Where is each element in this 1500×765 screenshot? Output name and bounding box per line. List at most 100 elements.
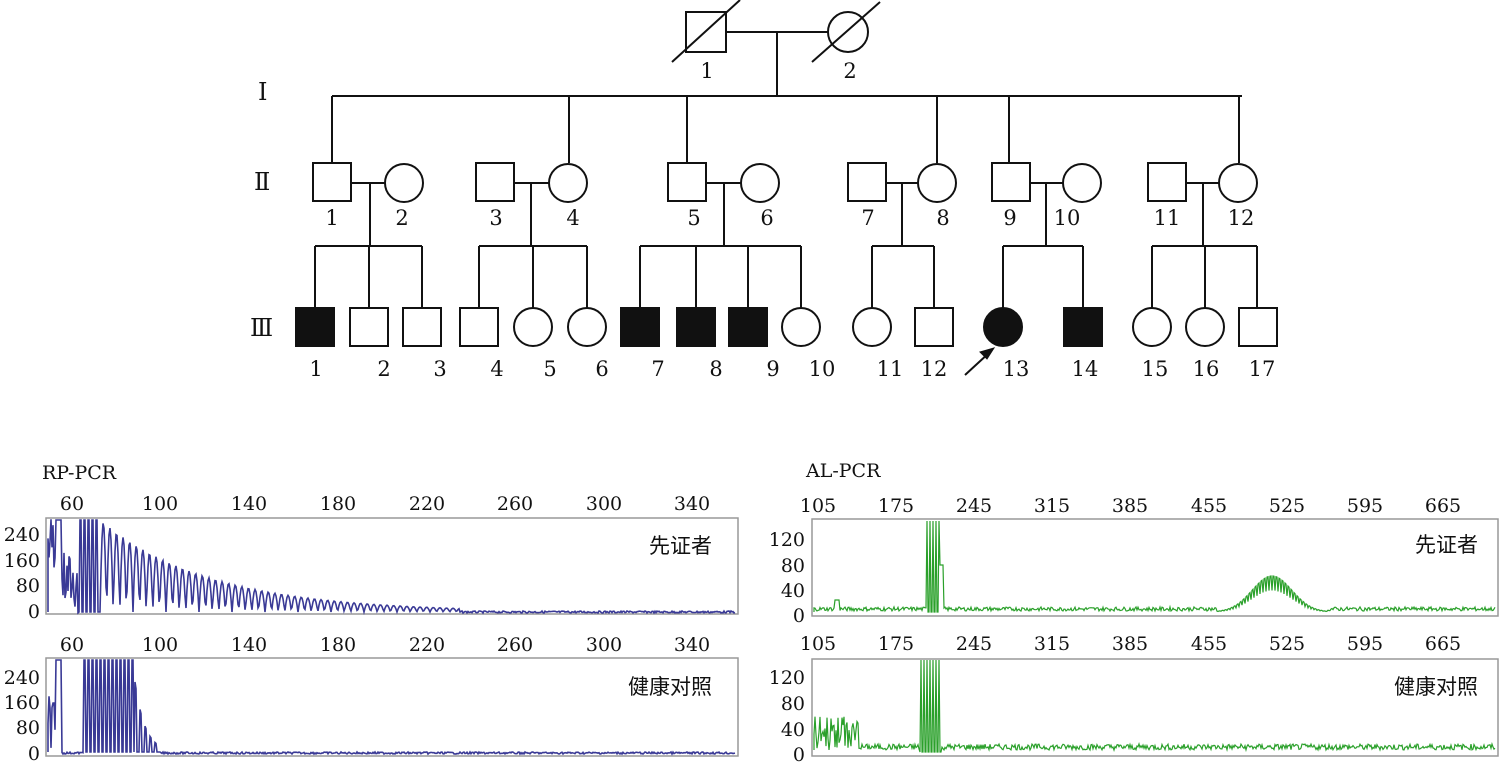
generation-label-2: Ⅱ: [254, 168, 270, 196]
al-x-tick: 525: [1269, 495, 1305, 517]
rp-control-y-ticks: 240 160 80 0: [4, 667, 40, 765]
al-x-tick: 595: [1347, 633, 1383, 655]
al-y-tick: 120: [769, 667, 805, 689]
gen3-number: 2: [377, 357, 390, 381]
gen2-number: 12: [1228, 206, 1255, 230]
gen2-number: 7: [861, 206, 874, 230]
al-x-tick: 665: [1425, 495, 1461, 517]
gen3-individual-4: [459, 307, 499, 347]
rp-y-tick: 0: [28, 743, 40, 765]
gen2-number: 6: [760, 206, 773, 230]
rp-x-tick: 260: [497, 634, 533, 656]
al-x-tick: 245: [956, 633, 992, 655]
gen3-numbers: 1 2 3 4 5 6 7 8 9 10 11 12 13 14 15 16 1…: [309, 357, 1275, 381]
rp-x-tick: 220: [409, 634, 445, 656]
al-x-tick: 665: [1425, 633, 1461, 655]
gen3-individual-11: [852, 307, 892, 347]
gen3-number: 8: [709, 357, 722, 381]
gen2-individual-11: [1147, 162, 1187, 202]
rp-proband-label: 先证者: [649, 534, 712, 558]
al-control-label: 健康对照: [1394, 675, 1478, 699]
rp-proband-trace: [47, 519, 736, 616]
gen2-number: 11: [1154, 206, 1181, 230]
gen3-number: 1: [309, 357, 322, 381]
al-proband-label: 先证者: [1415, 533, 1478, 557]
gen2-numbers: 1 2 3 4 5 6 7 8 9 10 11 12: [325, 206, 1254, 230]
rp-bottom-x-ticks: 60 100 140 180 220 260 300 340: [60, 634, 710, 656]
rp-y-tick: 80: [16, 717, 40, 739]
al-x-tick: 385: [1112, 633, 1148, 655]
gen3-individual-9-affected: [728, 307, 768, 347]
al-proband-trace: [813, 520, 1496, 613]
gen2-individual-12: [1218, 163, 1258, 203]
rp-pcr-title: RP-PCR: [42, 462, 117, 484]
gen2-individual-8: [917, 163, 957, 203]
rp-top-x-ticks: 60 100 140 180 220 260 300 340: [60, 493, 710, 515]
al-x-tick: 105: [800, 633, 836, 655]
rp-x-tick: 140: [231, 493, 267, 515]
rp-y-tick: 240: [4, 524, 40, 546]
al-control-trace: [813, 659, 1496, 753]
gen3-individual-8-affected: [676, 307, 716, 347]
gen3-individual-12: [914, 307, 954, 347]
al-x-tick: 315: [1034, 633, 1070, 655]
al-x-tick: 245: [956, 495, 992, 517]
rp-control-label: 健康对照: [628, 675, 712, 699]
rp-control-panel: [45, 657, 739, 757]
rp-y-tick: 160: [4, 550, 40, 572]
gen3-individual-1-affected: [295, 307, 335, 347]
rp-x-tick: 100: [142, 634, 178, 656]
gen3-number: 16: [1193, 357, 1220, 381]
gen2-number: 8: [936, 206, 949, 230]
gen3-number: 17: [1249, 357, 1276, 381]
al-y-tick: 0: [793, 744, 805, 765]
rp-control-trace: [47, 659, 736, 756]
al-y-tick: 40: [781, 580, 805, 602]
gen2-number: 10: [1054, 206, 1081, 230]
gen3-individual-15: [1132, 307, 1172, 347]
gen2-number: 9: [1003, 206, 1016, 230]
gen3-individual-5: [513, 307, 553, 347]
gen3-number: 14: [1072, 357, 1099, 381]
al-x-tick: 175: [878, 633, 914, 655]
generation-label-1: Ⅰ: [258, 78, 267, 106]
gen1-number: 2: [843, 59, 856, 83]
gen3-individual-7-affected: [620, 307, 660, 347]
rp-x-tick: 300: [586, 493, 622, 515]
gen1-number: 1: [700, 59, 713, 83]
rp-proband-panel: [45, 517, 739, 615]
rp-x-tick: 100: [142, 493, 178, 515]
al-x-tick: 175: [878, 495, 914, 517]
rp-y-tick: 0: [28, 601, 40, 623]
al-x-tick: 385: [1112, 495, 1148, 517]
al-bottom-x-ticks: 105 175 245 315 385 455 525 595 665: [800, 633, 1461, 655]
al-x-tick: 455: [1191, 633, 1227, 655]
gen2-number: 4: [566, 206, 579, 230]
al-proband-panel: [811, 518, 1499, 617]
rp-proband-y-ticks: 240 160 80 0: [4, 524, 40, 623]
gen2-individual-6: [740, 163, 780, 203]
al-x-tick: 315: [1034, 495, 1070, 517]
al-control-y-ticks: 120 80 40 0: [769, 667, 805, 765]
gen2-individual-7: [847, 162, 887, 202]
al-pcr-title: AL-PCR: [805, 460, 881, 482]
al-x-tick: 105: [800, 495, 836, 517]
gen3-number: 9: [766, 357, 779, 381]
gen2-individual-2: [384, 163, 424, 203]
rp-x-tick: 300: [586, 634, 622, 656]
rp-x-tick: 180: [320, 493, 356, 515]
gen3-individual-10: [781, 307, 821, 347]
gen3-number: 10: [809, 357, 836, 381]
al-proband-y-ticks: 120 80 40 0: [769, 529, 805, 627]
al-y-tick: 80: [781, 693, 805, 715]
gen3-individual-13-proband: [983, 307, 1023, 347]
al-y-tick: 0: [793, 605, 805, 627]
rp-x-tick: 220: [409, 493, 445, 515]
gen2-individual-5: [667, 162, 707, 202]
gen2-number: 2: [395, 206, 408, 230]
gen2-individual-10: [1062, 163, 1102, 203]
gen3-individual-17: [1238, 307, 1278, 347]
gen2-number: 1: [325, 206, 338, 230]
gen2-individual-1: [312, 162, 352, 202]
gen2-individual-9: [991, 162, 1031, 202]
